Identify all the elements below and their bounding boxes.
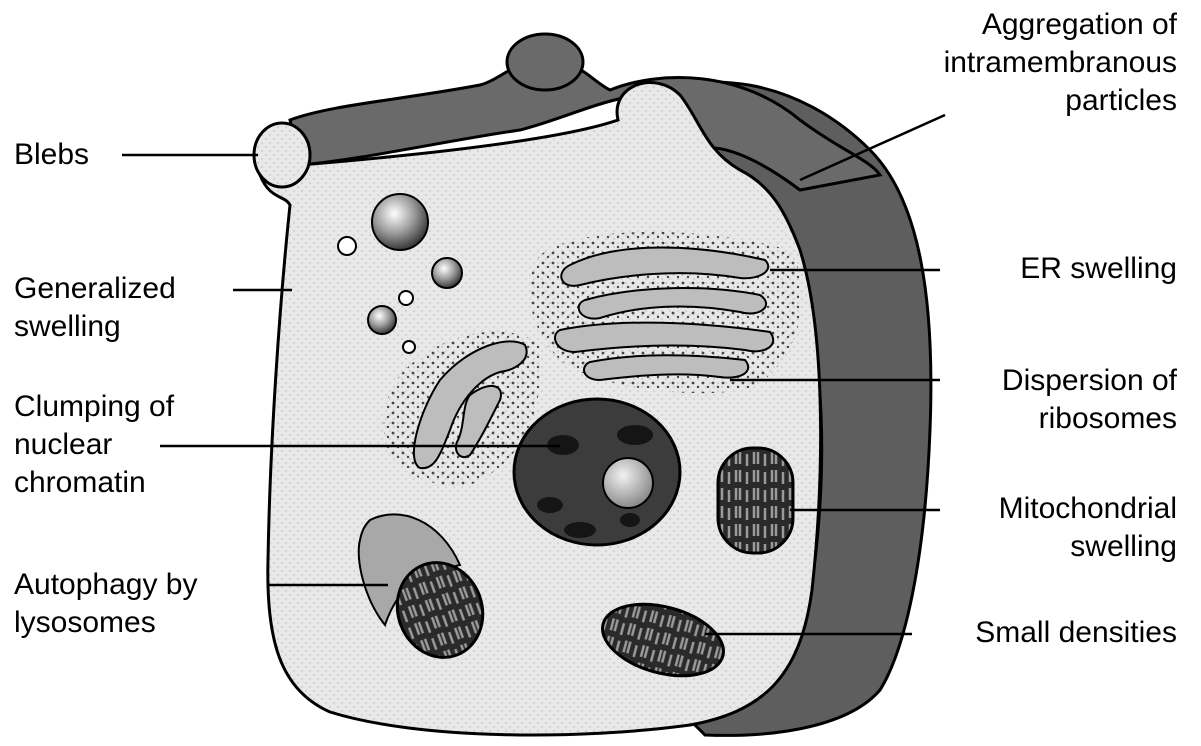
mitochondrion-swollen — [718, 448, 793, 553]
label-line: Mitochondrial — [999, 490, 1177, 528]
label-line: chromatin — [14, 464, 174, 502]
label-line: swelling — [999, 528, 1177, 566]
label-small-densities: Small densities — [975, 614, 1177, 652]
nucleus — [514, 399, 680, 545]
vesicle — [403, 341, 415, 353]
label-line: Blebs — [14, 136, 89, 174]
label-line: lysosomes — [14, 604, 197, 642]
label-blebs: Blebs — [14, 136, 89, 174]
bleb-left — [254, 123, 310, 187]
label-line: Clumping of — [14, 388, 174, 426]
label-line: intramembranous — [944, 44, 1177, 82]
vesicle — [368, 306, 396, 334]
label-line: Autophagy by — [14, 566, 197, 604]
label-line: ribosomes — [1002, 400, 1177, 438]
nucleus-body — [514, 399, 680, 545]
chromatin-clump — [564, 522, 596, 538]
label-aggregation: Aggregation of intramembranous particles — [944, 6, 1177, 120]
label-er-swelling: ER swelling — [1020, 250, 1177, 288]
label-line: particles — [944, 82, 1177, 120]
label-line: Small densities — [975, 614, 1177, 652]
label-line: ER swelling — [1020, 250, 1177, 288]
label-clumping-chromatin: Clumping of nuclear chromatin — [14, 388, 174, 502]
label-line: Aggregation of — [944, 6, 1177, 44]
vesicle — [399, 291, 413, 305]
chromatin-clump — [617, 425, 653, 445]
bleb-top — [507, 34, 583, 90]
label-ribosome-dispersion: Dispersion of ribosomes — [1002, 362, 1177, 438]
label-line: Dispersion of — [1002, 362, 1177, 400]
label-line: swelling — [14, 308, 176, 346]
label-line: Generalized — [14, 270, 176, 308]
chromatin-clump — [620, 513, 640, 527]
cell-front-face — [257, 83, 820, 735]
cell-body — [254, 34, 931, 735]
vesicle — [372, 194, 428, 250]
label-line: nuclear — [14, 426, 174, 464]
vesicle — [432, 258, 462, 288]
label-autophagy: Autophagy by lysosomes — [14, 566, 197, 642]
label-mitochondrial-swelling: Mitochondrial swelling — [999, 490, 1177, 566]
label-generalized-swelling: Generalized swelling — [14, 270, 176, 346]
nucleolus — [603, 458, 653, 508]
vesicle — [338, 237, 356, 255]
chromatin-clump — [537, 497, 563, 513]
